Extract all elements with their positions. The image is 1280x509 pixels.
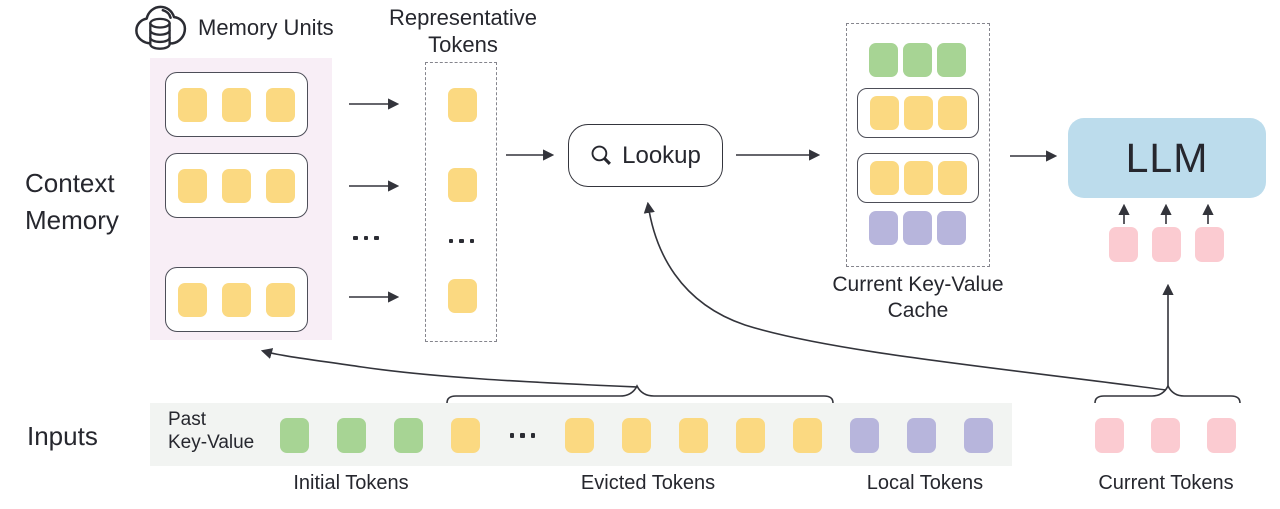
yellow-token (222, 87, 251, 122)
past-key-value-label: Past Key-Value (168, 409, 255, 453)
purple-token (964, 418, 993, 453)
past-kv-tokens (280, 418, 993, 453)
llm-input-tokens (1109, 227, 1224, 262)
search-icon (591, 145, 612, 165)
context-memory-label: Context Memory (25, 168, 119, 235)
ellipsis (353, 235, 379, 241)
memory-unit (165, 153, 308, 218)
memory-unit (165, 72, 308, 137)
yellow-token (448, 88, 477, 122)
green-token (280, 418, 309, 453)
pink-token (1195, 227, 1224, 262)
curve-evicted-to-memory (260, 348, 638, 388)
green-token (937, 43, 966, 77)
yellow-token (793, 418, 822, 453)
cache-row-memory-unit (857, 153, 979, 203)
current-kv-cache-label: Current Key-Value Cache (832, 273, 1004, 322)
green-token (869, 43, 898, 77)
purple-token (869, 211, 898, 245)
yellow-token (178, 87, 207, 122)
purple-token (903, 211, 932, 245)
brace-current (1094, 384, 1241, 404)
cache-row-local (869, 211, 966, 245)
llm-box: LLM (1068, 118, 1266, 198)
purple-token (937, 211, 966, 245)
evicted-tokens-label: Evicted Tokens (580, 472, 716, 494)
pink-token (1095, 418, 1124, 453)
lookup-label: Lookup (622, 141, 701, 169)
yellow-token (222, 282, 251, 317)
green-token (394, 418, 423, 453)
yellow-token (178, 168, 207, 203)
current-kv-cache-panel (846, 23, 990, 267)
memory-unit (165, 267, 308, 332)
inputs-label: Inputs (27, 421, 98, 451)
llm-label: LLM (1125, 134, 1209, 181)
yellow-token (565, 418, 594, 453)
initial-tokens-label: Initial Tokens (293, 472, 409, 494)
cache-row-initial (869, 43, 966, 77)
current-tokens-label: Current Tokens (1098, 472, 1234, 494)
memory-units-header: Memory Units (130, 2, 334, 54)
pink-token (1207, 418, 1236, 453)
yellow-token (903, 161, 933, 195)
yellow-token (266, 87, 295, 122)
cache-row-memory-unit (857, 88, 979, 138)
yellow-token (937, 161, 967, 195)
representative-tokens-label: Representative Tokens (389, 5, 537, 57)
yellow-token (869, 161, 899, 195)
lookup-button: Lookup (568, 124, 723, 187)
representative-tokens-panel (425, 62, 497, 342)
yellow-token (869, 96, 899, 130)
yellow-token (903, 96, 933, 130)
yellow-token (736, 418, 765, 453)
ellipsis (447, 237, 476, 245)
ellipsis (508, 418, 537, 453)
local-tokens-label: Local Tokens (866, 472, 984, 494)
green-token (903, 43, 932, 77)
green-token (337, 418, 366, 453)
pink-token (1152, 227, 1181, 262)
yellow-token (448, 168, 477, 202)
yellow-token (937, 96, 967, 130)
yellow-token (451, 418, 480, 453)
pink-token (1109, 227, 1138, 262)
context-memory-panel (150, 58, 332, 340)
arrows-ellipsis (352, 234, 380, 242)
cloud-database-icon (135, 5, 187, 50)
yellow-token (448, 279, 477, 313)
yellow-token (622, 418, 651, 453)
yellow-token (178, 282, 207, 317)
memory-units-label: Memory Units (198, 15, 334, 40)
yellow-token (222, 168, 251, 203)
current-tokens-row (1095, 418, 1236, 453)
pink-token (1151, 418, 1180, 453)
yellow-token (266, 168, 295, 203)
purple-token (850, 418, 879, 453)
yellow-token (679, 418, 708, 453)
yellow-token (266, 282, 295, 317)
brace-evicted (446, 384, 834, 404)
purple-token (907, 418, 936, 453)
